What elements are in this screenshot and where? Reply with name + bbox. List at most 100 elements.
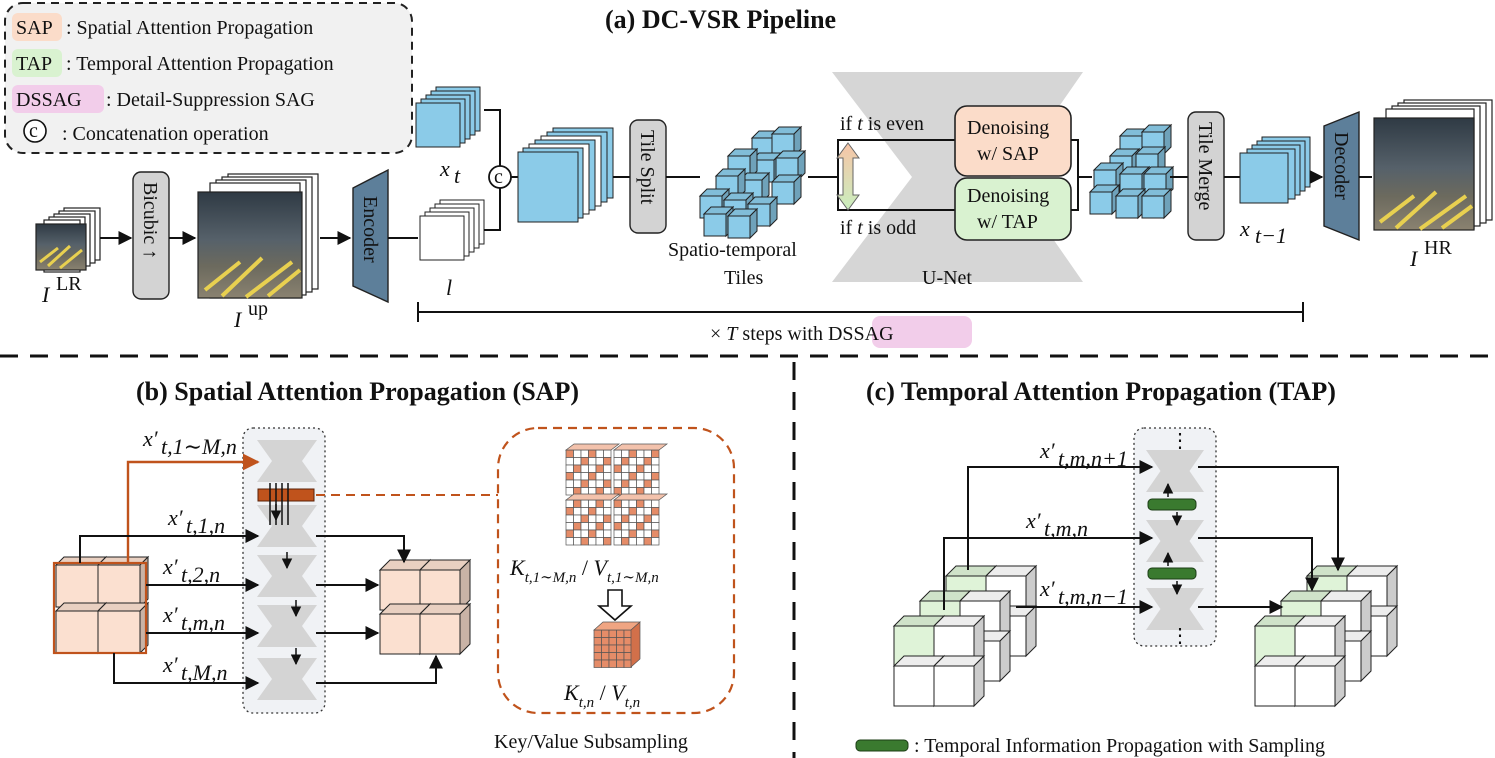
- sap-in-m: x′: [162, 602, 179, 627]
- tap-in-next-sub: t,m,n+1: [1058, 446, 1128, 471]
- branch-updown-icon: [836, 142, 860, 211]
- unet-label: U-Net: [922, 267, 972, 289]
- sap-in-1: x′: [167, 505, 184, 530]
- tile-cube: [1114, 187, 1147, 220]
- xt1-sub: t−1: [1255, 223, 1287, 248]
- xt1-frames: [1239, 136, 1311, 204]
- tap-input-tiles: [892, 564, 1038, 708]
- tiles-label-line2: Tiles: [724, 267, 764, 289]
- den-sap-line2: w/ SAP: [977, 143, 1039, 165]
- sap-in-M-sub: t,M,n: [181, 660, 227, 685]
- legend-concat-icon: [23, 119, 47, 143]
- sap-output-tiles: [378, 558, 472, 656]
- tap-output-tiles: [1253, 564, 1399, 708]
- merged-tiles-input: [1088, 123, 1175, 220]
- tile-cube: [96, 555, 150, 609]
- steps-dssag-swatch: [872, 316, 972, 348]
- tile-cube: [418, 602, 472, 656]
- unet-hourglass: [257, 658, 317, 700]
- legend-dssag-tag: DSSAG: [16, 89, 82, 111]
- lr-sup: LR: [56, 273, 82, 295]
- tap-in-cur: x′: [1025, 508, 1042, 533]
- bicubic-label: Bicubic ↑: [139, 182, 161, 259]
- unet-hourglass: [1146, 520, 1204, 562]
- xt-label: x: [439, 156, 450, 181]
- xt-frames: [415, 86, 481, 148]
- up-frame-stack: [197, 173, 319, 299]
- if-even-label: if t is even: [840, 113, 924, 135]
- legend-tap-text: : Temporal Attention Propagation: [66, 53, 334, 75]
- den-sap-line1: Denoising: [967, 117, 1049, 139]
- tile-cube: [932, 654, 986, 708]
- decoder-label: Decoder: [1330, 132, 1352, 200]
- encoder-block: [352, 168, 389, 304]
- tap-propagation-bar-1: [1147, 498, 1197, 511]
- unet-shape: [832, 72, 1083, 282]
- unet-hourglass: [257, 555, 317, 597]
- unet-hourglass: [1146, 450, 1204, 492]
- up-sup: up: [248, 298, 268, 320]
- tap-legend-text: : Temporal Information Propagation with …: [914, 735, 1325, 757]
- legend-tap-swatch: [12, 49, 62, 77]
- tile-cube: [96, 601, 150, 655]
- tile-cube: [1088, 183, 1121, 216]
- tile-cube: [770, 125, 803, 158]
- sap-in-2-sub: t,2,n: [181, 562, 220, 587]
- up-label: I: [233, 307, 243, 332]
- legend-concat-symbol: c: [29, 120, 38, 142]
- tile-split-label: Tile Split: [636, 130, 658, 205]
- legend-concat-text: : Concatenation operation: [62, 123, 269, 145]
- sap-attention-bar: [257, 488, 315, 502]
- sap-in-m-sub: t,m,n: [181, 610, 225, 635]
- legend-dssag-text: : Detail-Suppression SAG: [106, 89, 315, 111]
- tap-title: (c) Temporal Attention Propagation (TAP): [866, 377, 1336, 406]
- kv-all-grid: [564, 443, 669, 546]
- steps-bracket: [417, 302, 1304, 322]
- tile-cube: [726, 207, 759, 240]
- subsampling-label: Key/Value Subsampling: [494, 731, 688, 753]
- sap-in-M: x′: [162, 652, 179, 677]
- tap-propagation-bar-2: [1147, 567, 1197, 580]
- tap-in-next: x′: [1039, 438, 1056, 463]
- sap-unet-blocks: [257, 440, 317, 700]
- sap-in-2: x′: [162, 554, 179, 579]
- legend-dssag-swatch: [12, 85, 104, 113]
- sap-in-all: x′: [142, 426, 159, 451]
- tap-in-cur-sub: t,m,n: [1044, 516, 1088, 541]
- tap-legend-bar-icon: [855, 739, 909, 752]
- l-label: l: [446, 275, 452, 300]
- bicubic-block: [132, 171, 170, 300]
- sap-input-tiles: [54, 555, 150, 655]
- xt1-label: x: [1239, 216, 1250, 241]
- tile-merge-label: Tile Merge: [1194, 122, 1216, 210]
- tiles-label-line1: Spatio-temporal: [668, 239, 797, 261]
- pipeline-title: (a) DC-VSR Pipeline: [605, 5, 836, 34]
- decoder-block: [1323, 110, 1360, 242]
- concat-symbol: c: [494, 166, 503, 188]
- kv-label: Kt,n / Vt,n: [563, 680, 640, 711]
- unet-hourglass: [257, 440, 317, 482]
- legend-box: SAP : Spatial Attention Propagation TAP …: [4, 2, 413, 154]
- encoder-label: Encoder: [359, 196, 381, 263]
- lr-label: I: [41, 282, 51, 307]
- concat-frames: [517, 127, 614, 223]
- spatio-temporal-tiles: [698, 125, 807, 240]
- kv-subsampling-box: [496, 426, 736, 715]
- unet-hourglass: [1146, 588, 1204, 630]
- legend-sap-text: : Spatial Attention Propagation: [66, 17, 313, 39]
- tap-unet-blocks: [1146, 450, 1204, 630]
- den-tap-line2: w/ TAP: [977, 211, 1038, 233]
- hr-frame-stack: [1373, 99, 1493, 231]
- den-tap-line1: Denoising: [967, 185, 1049, 207]
- legend-tap-tag: TAP: [16, 53, 52, 75]
- kv-sampled-grid: [593, 621, 641, 668]
- sap-in-1-sub: t,1,n: [186, 513, 225, 538]
- subsample-arrow-icon: [596, 589, 634, 622]
- tile-cube: [1293, 654, 1347, 708]
- steps-label: × T steps with DSSAG: [710, 323, 894, 345]
- hr-sup: HR: [1424, 237, 1452, 259]
- sap-in-all-sub: t,1∼M,n: [161, 434, 237, 459]
- l-frames: [419, 199, 485, 261]
